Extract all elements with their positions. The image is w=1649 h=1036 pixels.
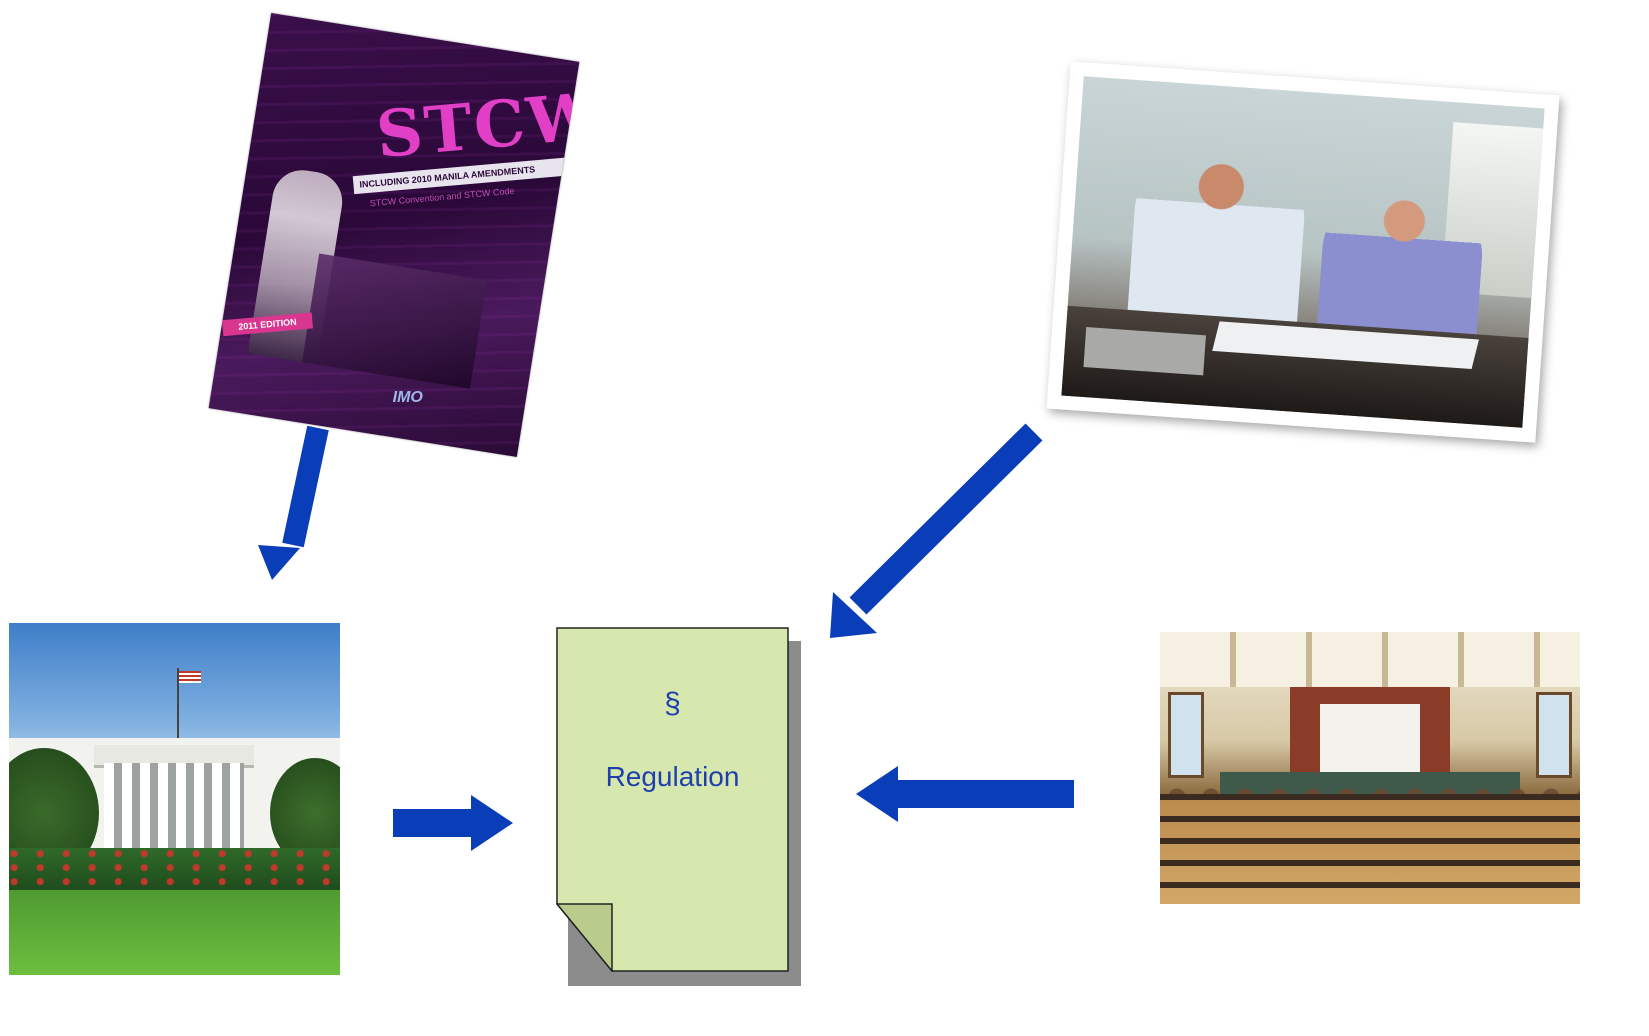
document-folded-corner	[556, 903, 613, 972]
regulation-document: § Regulation	[556, 627, 789, 972]
arrow-signing-to-regulation	[830, 423, 1043, 638]
desk-rows	[1160, 794, 1580, 904]
window-right	[1536, 692, 1572, 778]
document-page	[556, 627, 789, 972]
projection-screen	[1320, 704, 1420, 782]
lecture-hall-ceiling	[1160, 632, 1580, 687]
document-page-icon	[556, 627, 789, 972]
lawn	[9, 890, 340, 975]
arrow-whitehouse-to-regulation	[393, 795, 513, 851]
regulation-label: Regulation	[605, 761, 740, 792]
arrow-lecture-to-regulation	[856, 766, 1074, 822]
white-house-photo	[9, 623, 340, 975]
lecture-hall-photo	[1160, 632, 1580, 904]
flower-hedge	[9, 848, 340, 893]
flag-icon	[179, 671, 201, 683]
window-left	[1168, 692, 1204, 778]
arrow-book-to-whitehouse	[258, 425, 329, 580]
flagpole	[177, 668, 179, 748]
section-symbol: §	[664, 687, 681, 720]
